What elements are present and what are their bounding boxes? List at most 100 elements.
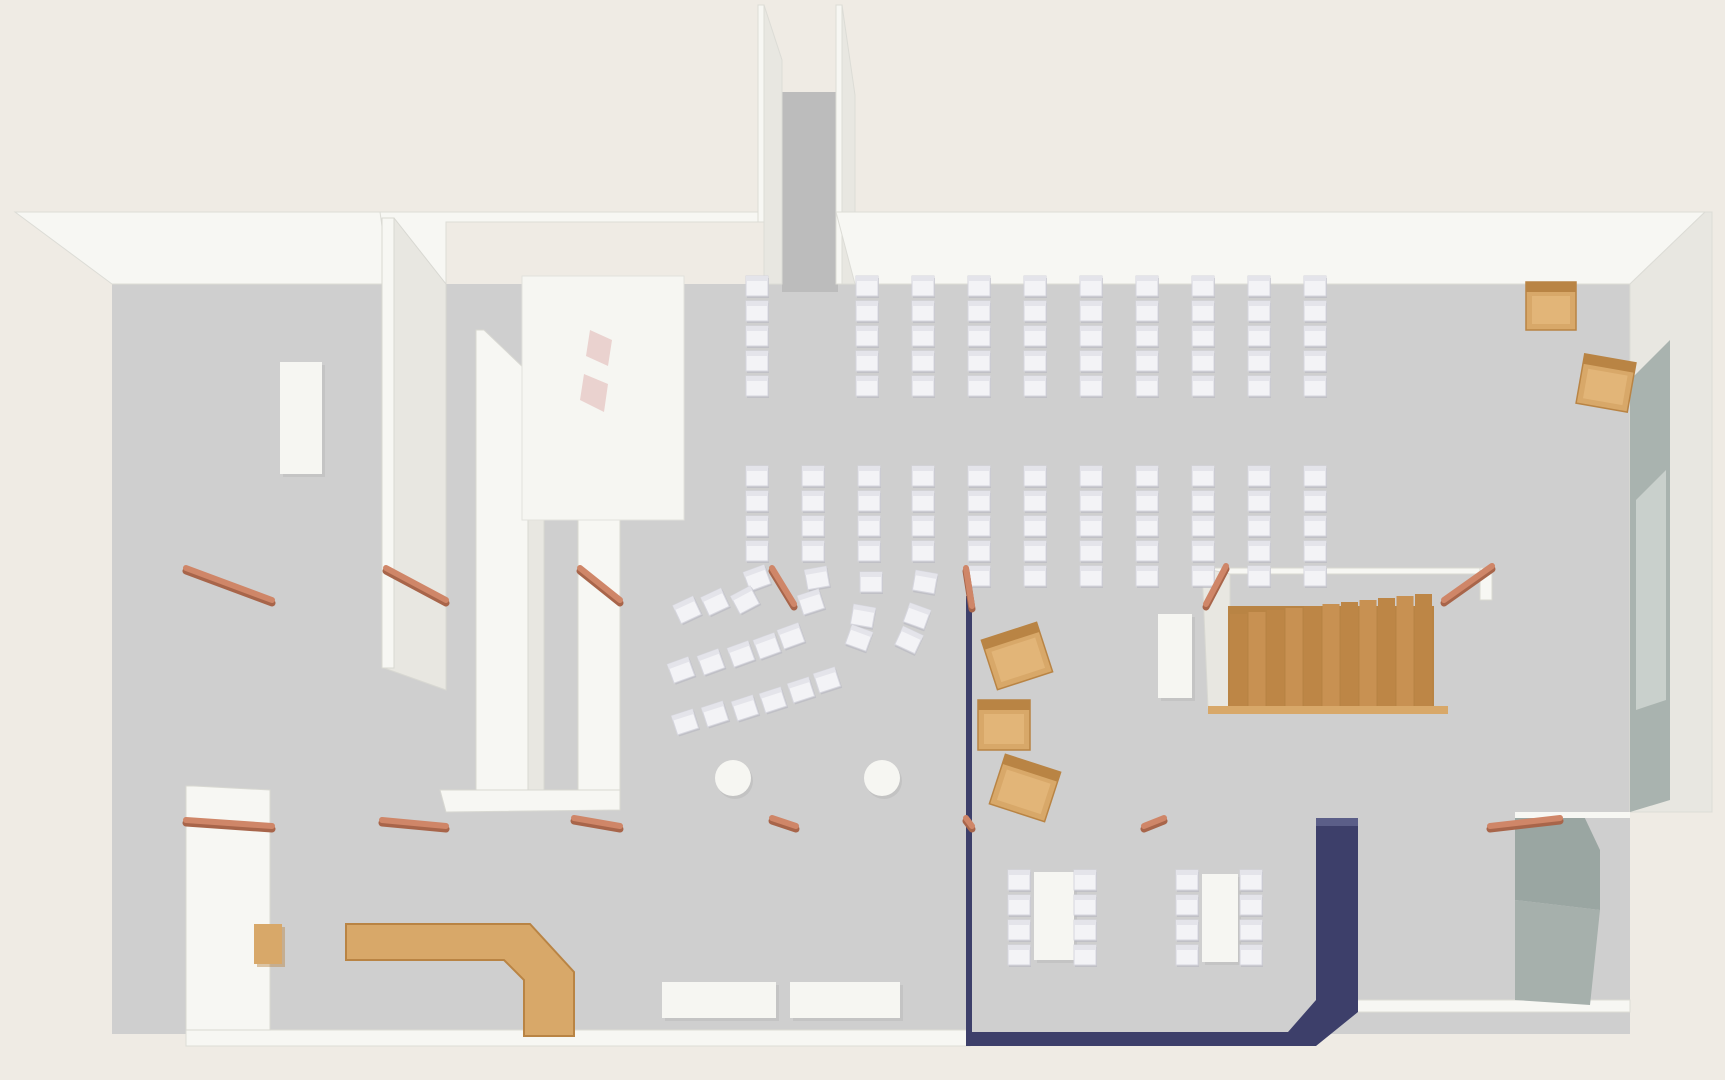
chair-top-c6-r5-back [1080,376,1102,381]
stair-step-1 [1230,614,1247,706]
glass-wall-southeast-a [1515,812,1600,910]
chair-top-c7-r5-back [1136,376,1158,381]
chair-top-c8-r5 [1191,375,1215,398]
chair-dining-b-8 [1239,944,1263,967]
chair-mid-c7-r3-back [1080,516,1102,521]
wall-panel-c [577,479,621,791]
chair-dining-a-4 [1007,944,1031,967]
wall-south [185,1029,971,1047]
round-stool-1 [715,760,751,796]
chair-top-c9-r2-back [1248,301,1270,306]
chair-mid-c5-r3 [967,515,991,538]
chair-dining-b-1 [1175,869,1199,892]
armchair-ne-2-cushion [1583,368,1628,406]
chair-top-c7-r1-back [1136,276,1158,281]
chair-mid-c3-r2 [857,490,881,513]
chair-mid-c6-r3 [1023,515,1047,538]
chair-top-c5-r5-back [1024,376,1046,381]
chair-top-c9-r1-back [1248,276,1270,281]
chair-top-c3-r4-back [912,351,934,356]
chair-mid-c11-r2-back [1304,491,1326,496]
chair-dining-a-7-back [1074,920,1096,925]
wall-panel-base [439,789,621,813]
stair-step-10 [1396,596,1414,706]
chair-mid-c2-r3-back [802,516,824,521]
copper-beam-2 [383,565,449,603]
chair-top-c10-r5-back [1304,376,1326,381]
chair-mid-c5-r4-back [968,541,990,546]
chair-mid-c8-r5 [1135,565,1159,588]
chair-top-c2-r5 [855,375,879,398]
wall-corridor-left-face [763,4,783,285]
chair-mid-c7-r5-back [1080,566,1102,571]
chair-mid-c11-r2 [1303,490,1327,513]
chair-top-c5-r1-back [1024,276,1046,281]
chair-mid-c2-r1-back [802,466,824,471]
stair-step-11 [1415,594,1432,706]
stair-step-4 [1285,608,1303,706]
chair-mid-c7-r4 [1079,540,1103,563]
chair-mid-c6-r1-back [1024,466,1046,471]
chair-mid-c1-r2 [745,490,769,513]
armchair-ne-1 [1525,281,1577,331]
chair-mid-c2-r3 [801,515,825,538]
chair-curve-5 [729,585,762,616]
glass-wall-southeast-b [1515,900,1600,1005]
armchair-lounge-3-cushion [996,769,1051,815]
chair-top-c10-r4-back [1304,351,1326,356]
chair-curve-20 [730,694,761,723]
copper-beam-11 [1141,815,1167,829]
copper-beam-4 [769,565,797,607]
chair-curve-8 [902,602,932,632]
chair-top-c4-r2-back [968,301,990,306]
chair-top-c2-r2-back [856,301,878,306]
chair-top-c5-r3-back [1024,326,1046,331]
chair-top-c10-r2 [1303,300,1327,323]
chair-mid-c5-r2-back [968,491,990,496]
chair-mid-c9-r3 [1191,515,1215,538]
chair-mid-c4-r3-back [912,516,934,521]
chair-top-c2-r3 [855,325,879,348]
stair-step-2 [1248,612,1266,706]
chair-mid-c9-r3-back [1192,516,1214,521]
chair-curve-18-back [671,709,694,721]
chair-mid-c10-r4-back [1248,541,1270,546]
chair-mid-c3-r3-back [858,516,880,521]
chair-mid-c1-r2-back [746,491,768,496]
chair-curve-19 [700,700,731,729]
chair-top-c8-r3-back [1192,326,1214,331]
chair-curve-7-back [853,604,876,613]
side-table-stair-top [1158,614,1192,698]
chair-curve-3 [859,571,883,594]
furniture [254,281,1637,1037]
chair-curve-11 [844,624,874,654]
armchair-ne-1-cushion [1532,296,1570,324]
chair-curve-19-back [701,701,724,713]
copper-beam-9 [963,565,975,609]
seating [666,275,1327,967]
chair-top-c8-r2 [1191,300,1215,323]
chair-mid-c6-r2 [1023,490,1047,513]
armchair-lounge-2 [977,699,1031,751]
chair-dining-a-6 [1073,894,1097,917]
copper-beam-5 [183,817,275,829]
chair-top-c6-r5 [1079,375,1103,398]
bench-table-1-top [662,982,776,1018]
chair-top-c3-r1 [911,275,935,298]
chair-mid-c11-r1 [1303,465,1327,488]
chair-top-c1-r5 [745,375,769,398]
chair-top-c3-r2 [911,300,935,323]
staircase [1208,594,1448,714]
chair-curve-12 [894,625,924,656]
chair-mid-c8-r1 [1135,465,1159,488]
chair-top-c6-r1 [1079,275,1103,298]
navy-partition-vertical [966,596,972,1032]
chair-curve-12-back [901,626,924,641]
podium-box-top [254,924,282,964]
chair-mid-c11-r5 [1303,565,1327,588]
chair-mid-c8-r4 [1135,540,1159,563]
chair-mid-c1-r3 [745,515,769,538]
wall-north-west [13,211,391,285]
chair-top-c6-r3 [1079,325,1103,348]
chair-mid-c7-r2-back [1080,491,1102,496]
